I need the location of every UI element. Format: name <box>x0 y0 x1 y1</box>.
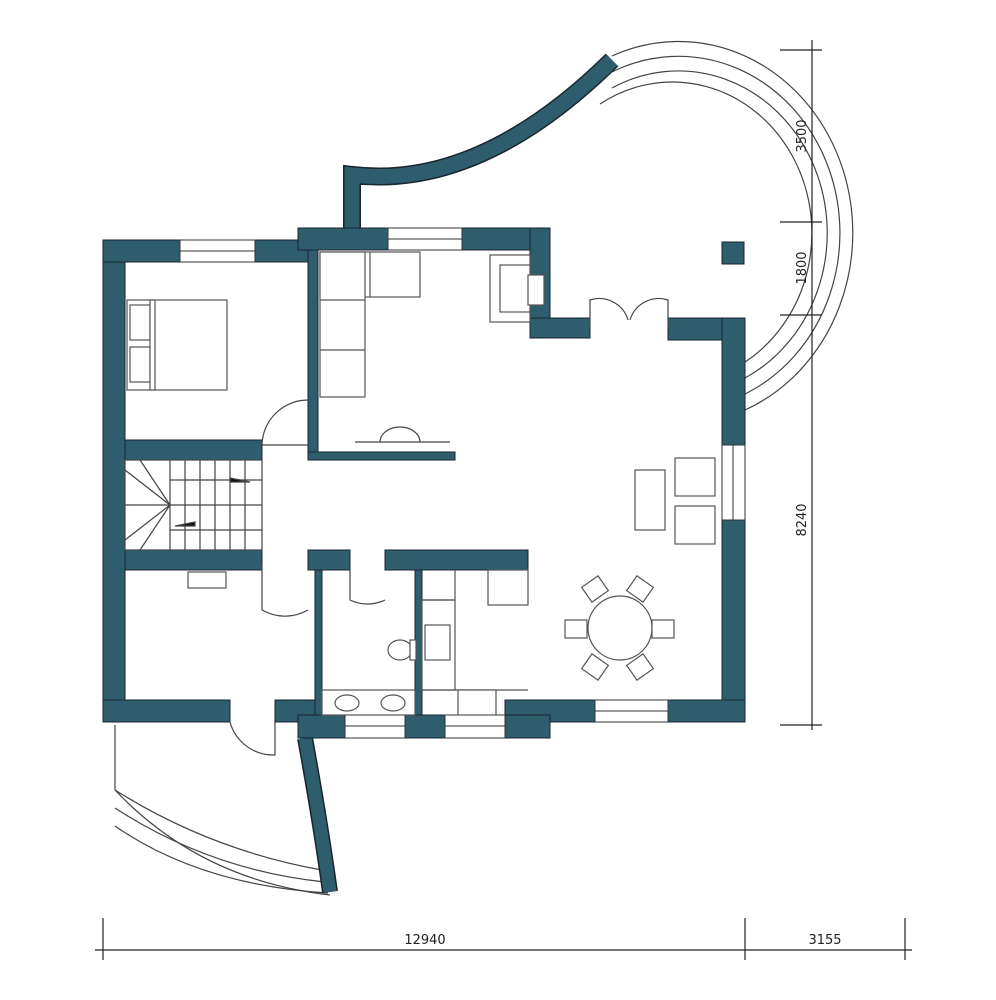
curved-wall-top <box>343 53 619 228</box>
sinks <box>321 689 416 716</box>
dimension-lines <box>95 40 912 960</box>
boiler <box>187 571 227 589</box>
fireplace <box>489 254 545 323</box>
terrace-steps-left <box>114 725 331 896</box>
toilet <box>387 639 417 661</box>
dining-set <box>564 575 675 681</box>
dim-right-middle: 1800 <box>795 251 810 284</box>
bed <box>126 299 228 391</box>
corner-sofa <box>319 251 421 398</box>
walls <box>102 227 746 739</box>
dim-bottom-main: 12940 <box>404 933 445 948</box>
dim-right-top: 3500 <box>795 119 810 152</box>
tv-unit <box>355 426 450 443</box>
dim-right-bottom: 8240 <box>795 503 810 536</box>
windows <box>179 227 746 739</box>
dim-bottom-right: 3155 <box>808 933 841 948</box>
lounge-set <box>634 457 716 545</box>
kitchen <box>421 569 529 716</box>
stairs <box>124 459 263 551</box>
doors <box>229 297 669 756</box>
